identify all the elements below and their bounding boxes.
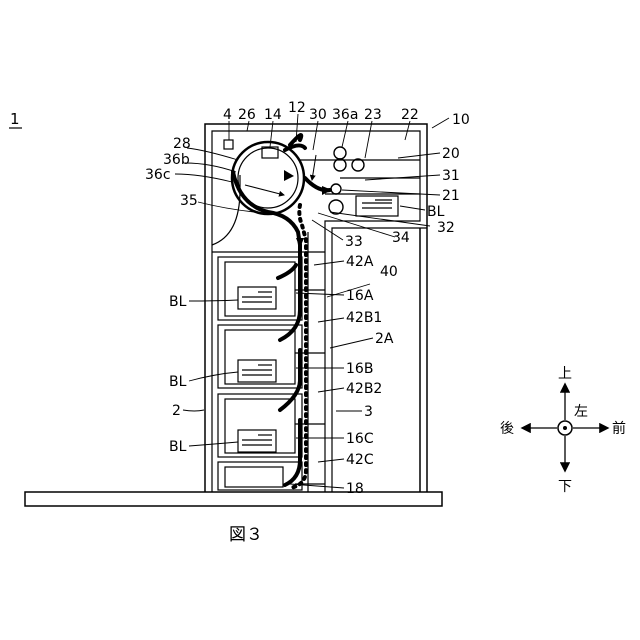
label-36a: 36a (332, 107, 358, 123)
label-2: 2 (172, 403, 181, 419)
label-16C: 16C (346, 431, 374, 447)
label-40: 40 (380, 264, 398, 280)
label-12: 12 (288, 100, 306, 116)
rollers (329, 147, 364, 214)
label-36c: 36c (145, 167, 171, 183)
label-28: 28 (173, 136, 191, 152)
label-42A: 42A (346, 254, 374, 270)
compass-up: 上 (558, 366, 572, 382)
label-14: 14 (264, 107, 282, 123)
drum-arrow-2 (312, 155, 316, 180)
direction-compass: 上 下 後 前 左 (500, 366, 626, 495)
bl-box-upper (356, 196, 398, 216)
conveyance-paths (233, 135, 330, 485)
label-bl-2: BL (169, 374, 187, 390)
label-10: 10 (452, 112, 470, 128)
label-20: 20 (442, 146, 460, 162)
compass-front: 前 (612, 420, 626, 437)
label-31: 31 (442, 168, 460, 184)
label-3: 3 (364, 404, 373, 420)
label-42B1: 42B1 (346, 310, 382, 326)
leader-lines (175, 114, 449, 488)
small-box-4 (224, 140, 233, 149)
label-16B: 16B (346, 361, 373, 377)
label-21: 21 (442, 188, 460, 204)
drum-assembly (232, 142, 304, 214)
label-33: 33 (345, 234, 363, 250)
base-floor (25, 492, 442, 506)
label-bl-3: BL (169, 439, 187, 455)
compass-left: 左 (574, 404, 588, 420)
label-22: 22 (401, 107, 419, 123)
label-42C: 42C (346, 452, 374, 468)
label-36b: 36b (163, 152, 190, 168)
label-bl-1: BL (169, 294, 187, 310)
label-bl-top: BL (427, 204, 445, 220)
label-30: 30 (309, 107, 327, 123)
label-16A: 16A (346, 288, 374, 304)
compass-back: 後 (500, 421, 514, 437)
figure-caption: 図３ (229, 525, 263, 545)
upper-chamber-lines (212, 160, 420, 252)
label-42B2: 42B2 (346, 381, 382, 397)
label-26: 26 (238, 107, 256, 123)
label-4: 4 (223, 107, 232, 123)
label-35: 35 (180, 193, 198, 209)
label-18: 18 (346, 481, 364, 497)
drum-arrow (245, 185, 284, 195)
bin-documents (238, 287, 276, 452)
figure-number: 1 (10, 110, 20, 128)
label-32: 32 (437, 220, 455, 236)
label-23: 23 (364, 107, 382, 123)
label-34: 34 (392, 230, 410, 246)
compass-down: 下 (558, 479, 572, 495)
label-2A: 2A (375, 331, 394, 347)
